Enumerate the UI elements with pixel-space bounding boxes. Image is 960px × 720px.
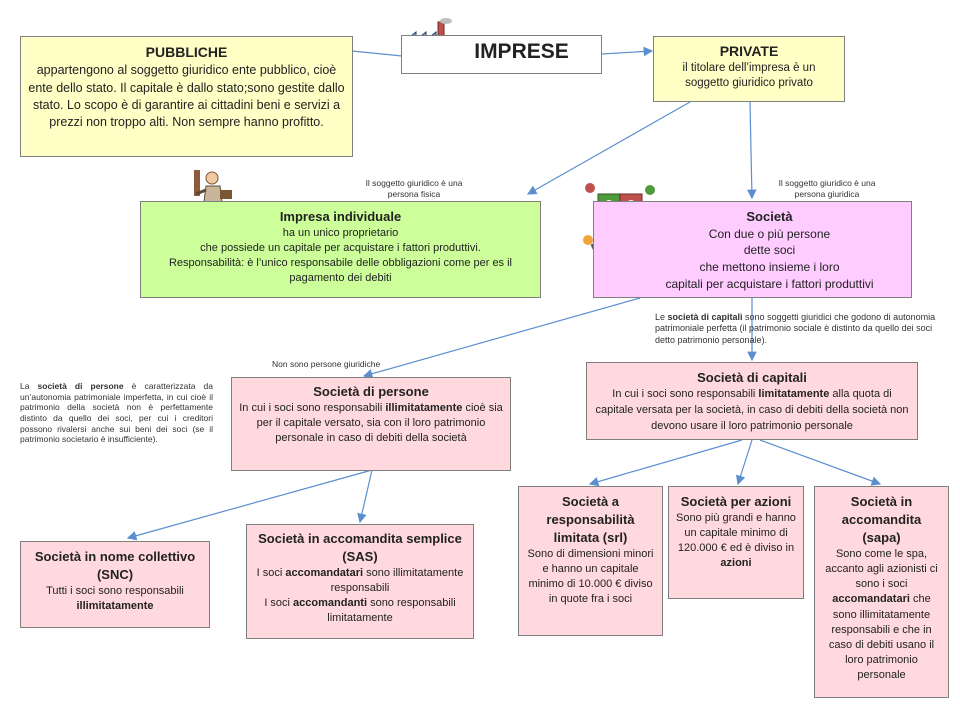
sapa-title: Società in accomandita (sapa) (841, 494, 922, 545)
arrow-persone-snc (126, 469, 373, 541)
arrow-capitali-spa (735, 439, 753, 486)
capitali-title: Società di capitali (697, 370, 807, 385)
snc-node: Società in nome collettivo (SNC) Tutti i… (20, 541, 210, 628)
societa-title: Società (746, 209, 793, 224)
imprese-title: IMPRESE (474, 40, 569, 63)
societa-di-capitali-node: Società di capitali In cui i soci sono r… (586, 362, 918, 440)
societa-di-persone-node: Società di persone In cui i soci sono re… (231, 377, 511, 471)
private-node: PRIVATE il titolare dell’impresa è un so… (653, 36, 845, 102)
societa-line1: Con due o più persone (708, 226, 831, 241)
pubbliche-text: appartengono al soggetto giuridico ente … (28, 63, 345, 130)
note-societa-capitali: Le società di capitali sono soggetti giu… (655, 312, 936, 345)
note-persona-fisica: Il soggetto giuridico è una persona fisi… (365, 178, 463, 199)
srl-title: Società a responsabilità limitata (srl) (546, 494, 635, 545)
sas-title: Società in accomandita semplice (SAS) (258, 531, 462, 564)
individuale-line3: Responsabilità: è l’unico responsabile d… (168, 257, 513, 285)
arrow-capitali-sapa (759, 439, 882, 486)
arrow-capitali-srl (588, 439, 743, 487)
imprese-node: IMPRESE (401, 35, 602, 74)
arrow-societa-persone (362, 297, 641, 379)
spa-node: Società per azioni Sono più grandi e han… (668, 486, 804, 599)
societa-line2: dette soci (743, 243, 796, 258)
sas-node: Società in accomandita semplice (SAS) I … (246, 524, 474, 639)
impresa-individuale-node: Impresa individuale ha un unico propriet… (140, 201, 541, 298)
societa-line3: che mettono insieme i loro (699, 260, 840, 275)
persone-title: Società di persone (313, 384, 429, 399)
note-persona-giuridica: Il soggetto giuridico è una persona giur… (778, 178, 876, 199)
sapa-node: Società in accomandita (sapa) Sono come … (814, 486, 949, 698)
societa-line4: capitali per acquistare i fattori produt… (665, 276, 874, 291)
arrow-persone-sas (357, 469, 373, 524)
individuale-line2: che possiede un capitale per acquistare … (200, 242, 481, 255)
private-title: PRIVATE (719, 43, 779, 59)
arrow-private-individuale (526, 101, 691, 195)
note-non-giuridiche: Non sono persone giuridiche (272, 359, 381, 369)
note-societa-persone: La società di persone è caratterizzata d… (20, 381, 213, 445)
arrow-imprese-private (601, 46, 654, 57)
spa-title: Società per azioni (680, 494, 792, 509)
srl-text: Sono di dimensioni minori e hanno un cap… (527, 547, 654, 606)
pubbliche-title: PUBBLICHE (145, 44, 228, 60)
arrow-private-societa (747, 101, 757, 200)
private-text: il titolare dell’impresa è un soggetto g… (682, 61, 816, 90)
snc-title: Società in nome collettivo (SNC) (34, 549, 196, 582)
pubbliche-node: PUBBLICHE appartengono al soggetto giuri… (20, 36, 353, 157)
individuale-line1: ha un unico proprietario (282, 226, 399, 239)
snc-text: Tutti i soci sono responsabili (46, 584, 184, 597)
srl-node: Società a responsabilità limitata (srl) … (518, 486, 663, 636)
societa-node: Società Con due o più persone dette soci… (593, 201, 912, 298)
snc-bold: illimitatamente (76, 600, 154, 613)
individuale-title: Impresa individuale (279, 209, 402, 224)
